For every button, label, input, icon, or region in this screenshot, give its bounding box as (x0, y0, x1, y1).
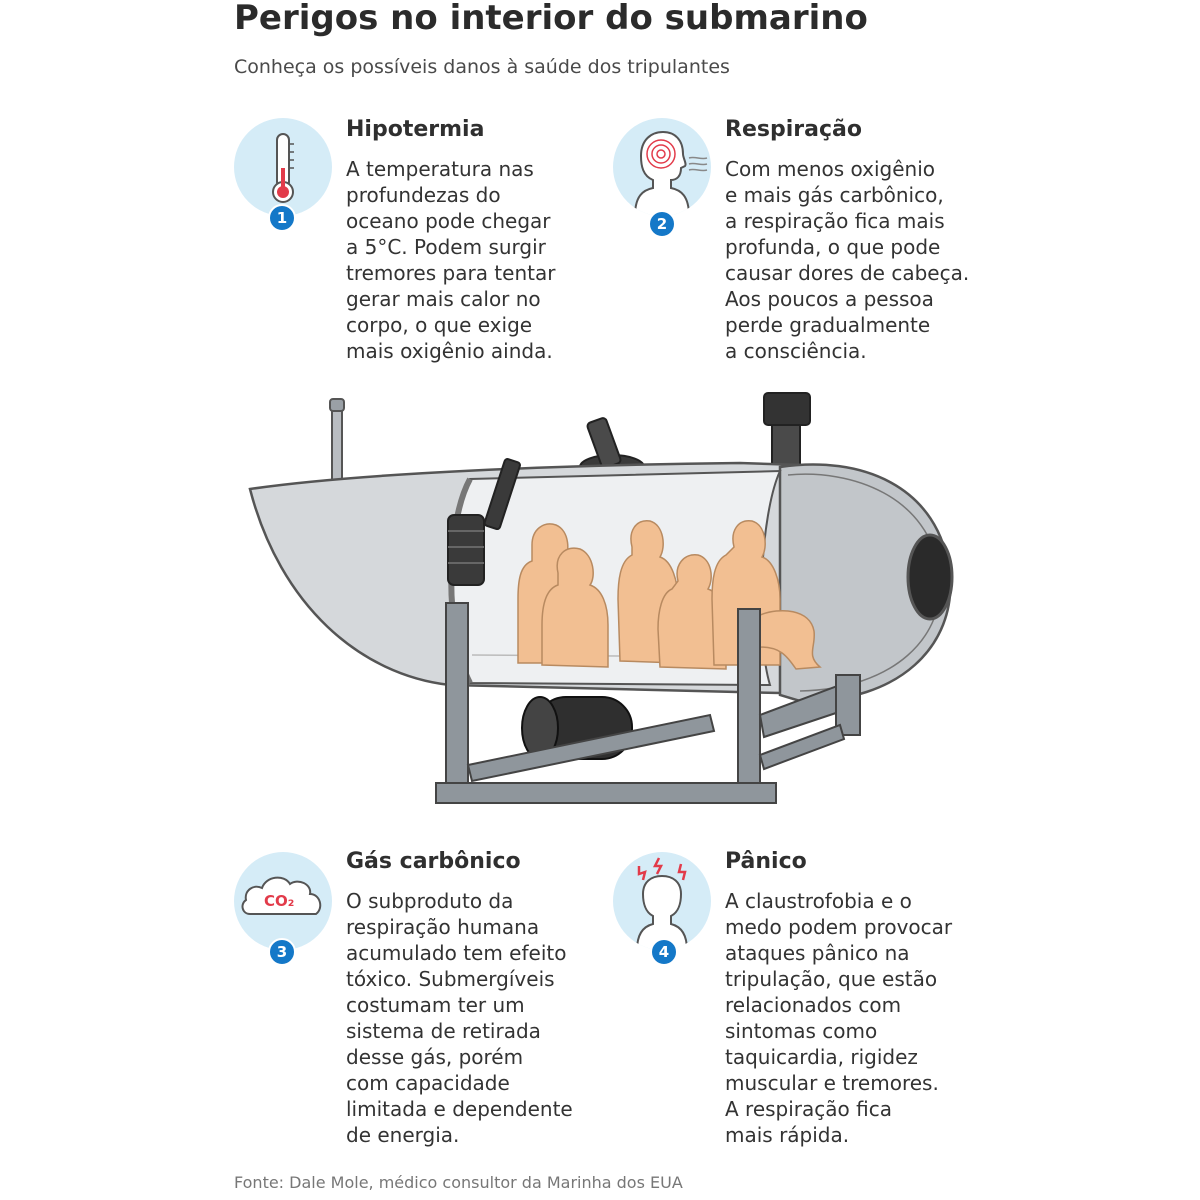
submarine-illustration (240, 385, 960, 819)
side-flange (447, 458, 521, 586)
danger-title: Gás carbônico (346, 849, 521, 874)
camera-mount (763, 392, 811, 470)
breathing-head-icon (613, 118, 711, 216)
antenna (331, 406, 343, 488)
danger-description: A claustrofobia e o medo podem provocar … (725, 889, 953, 1147)
danger-number-badge: 1 (268, 204, 296, 232)
danger-description: O subproduto da respiração humana acumul… (346, 889, 573, 1147)
danger-title: Respiração (725, 117, 862, 142)
danger-number-badge: 2 (648, 210, 676, 238)
danger-number-badge: 4 (650, 938, 678, 966)
danger-title: Hipotermia (346, 117, 485, 142)
page-subtitle: Conheça os possíveis danos à saúde dos t… (234, 56, 730, 78)
danger-description: Com menos oxigênio e mais gás carbônico,… (725, 157, 970, 363)
landing-frame (435, 602, 861, 804)
danger-number-badge: 3 (268, 938, 296, 966)
source-note: Fonte: Dale Mole, médico consultor da Ma… (234, 1173, 683, 1192)
page-title: Perigos no interior do submarino (234, 0, 868, 38)
co2-label: CO₂ (264, 892, 295, 910)
danger-description: A temperatura nas profundezas do oceano … (346, 157, 556, 363)
viewport (906, 533, 954, 621)
thermometer-icon (234, 118, 332, 216)
crew-silhouettes (517, 520, 822, 670)
co2-cloud-icon: CO₂ (234, 852, 332, 950)
panic-head-icon (613, 852, 711, 950)
danger-title: Pânico (725, 849, 807, 874)
